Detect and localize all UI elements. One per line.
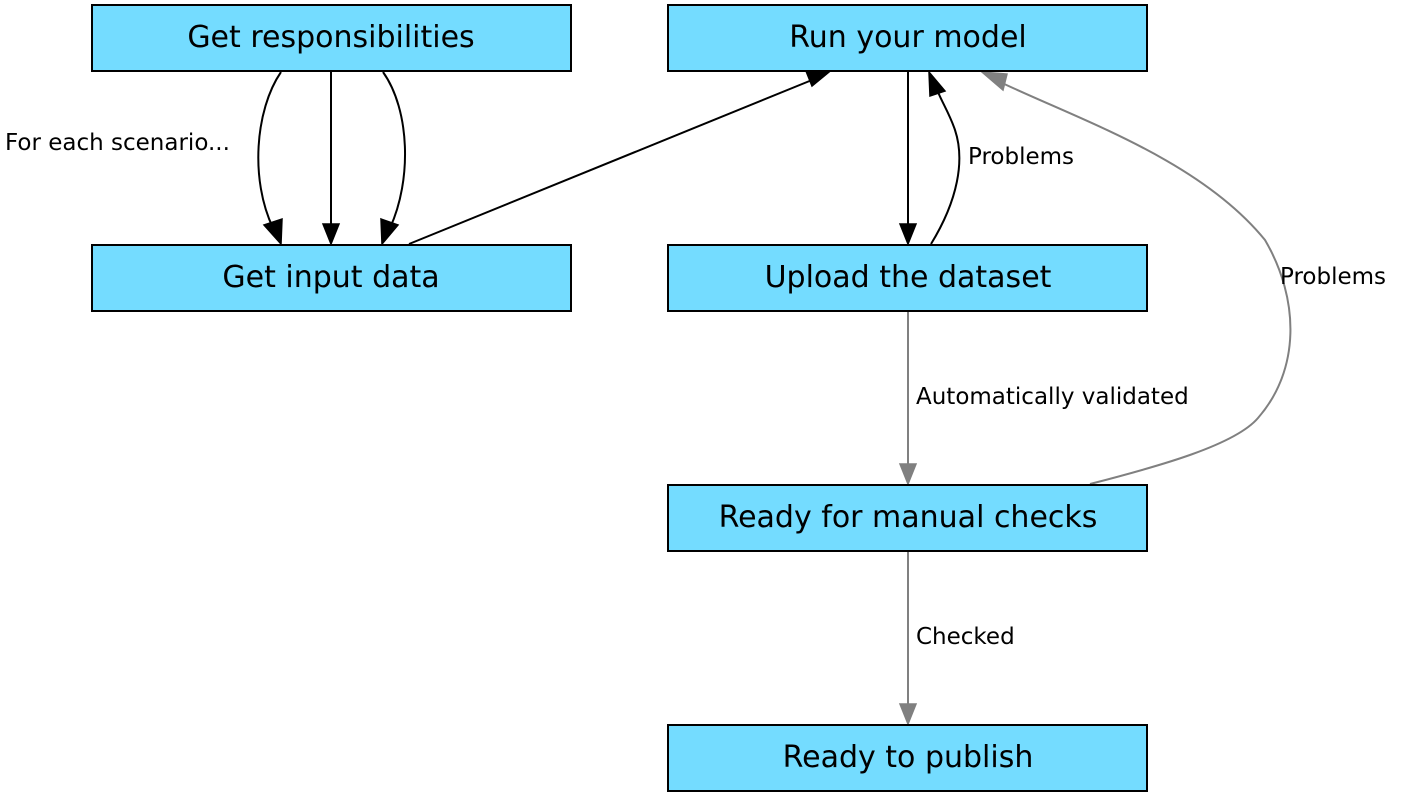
edge-label-checked: Checked [916,624,1015,650]
edge-manual-to-model-problems [999,81,1292,485]
node-ready-for-manual-checks: Ready for manual checks [667,484,1148,552]
edge-label-problems-upload: Problems [968,144,1074,170]
node-upload-the-dataset-label: Upload the dataset [765,260,1052,295]
arrowhead-manual-to-publish [898,703,918,727]
node-upload-the-dataset: Upload the dataset [667,244,1148,312]
edge-responsibilities-to-input-left [257,71,282,229]
edge-label-for-each-scenario: For each scenario... [5,130,230,156]
node-run-your-model: Run your model [667,4,1148,72]
arrowhead-input-to-model [804,70,831,88]
node-get-input-data-label: Get input data [222,260,439,295]
node-ready-for-manual-checks-label: Ready for manual checks [719,500,1098,535]
arrowhead-model-to-upload [898,223,918,247]
node-get-responsibilities-label: Get responsibilities [187,20,474,55]
node-get-responsibilities: Get responsibilities [91,4,572,72]
arrowhead-responsibilities-to-input-center [321,223,341,247]
node-get-input-data: Get input data [91,244,572,312]
edge-upload-to-model-problems [930,91,961,245]
arrowhead-upload-to-manual [898,463,918,487]
edge-responsibilities-to-input-right [382,71,406,229]
edge-input-to-model [408,79,813,245]
arrowhead-upload-to-model-problems [928,69,947,98]
node-ready-to-publish-label: Ready to publish [783,740,1034,775]
node-ready-to-publish: Ready to publish [667,724,1148,792]
edge-label-problems-manual: Problems [1280,264,1386,290]
arrowhead-responsibilities-to-input-right [380,217,400,246]
edge-label-automatically-validated: Automatically validated [916,384,1189,410]
arrowhead-responsibilities-to-input-left [262,217,283,246]
arrowhead-manual-to-model-problems [979,71,1008,92]
node-run-your-model-label: Run your model [789,20,1026,55]
